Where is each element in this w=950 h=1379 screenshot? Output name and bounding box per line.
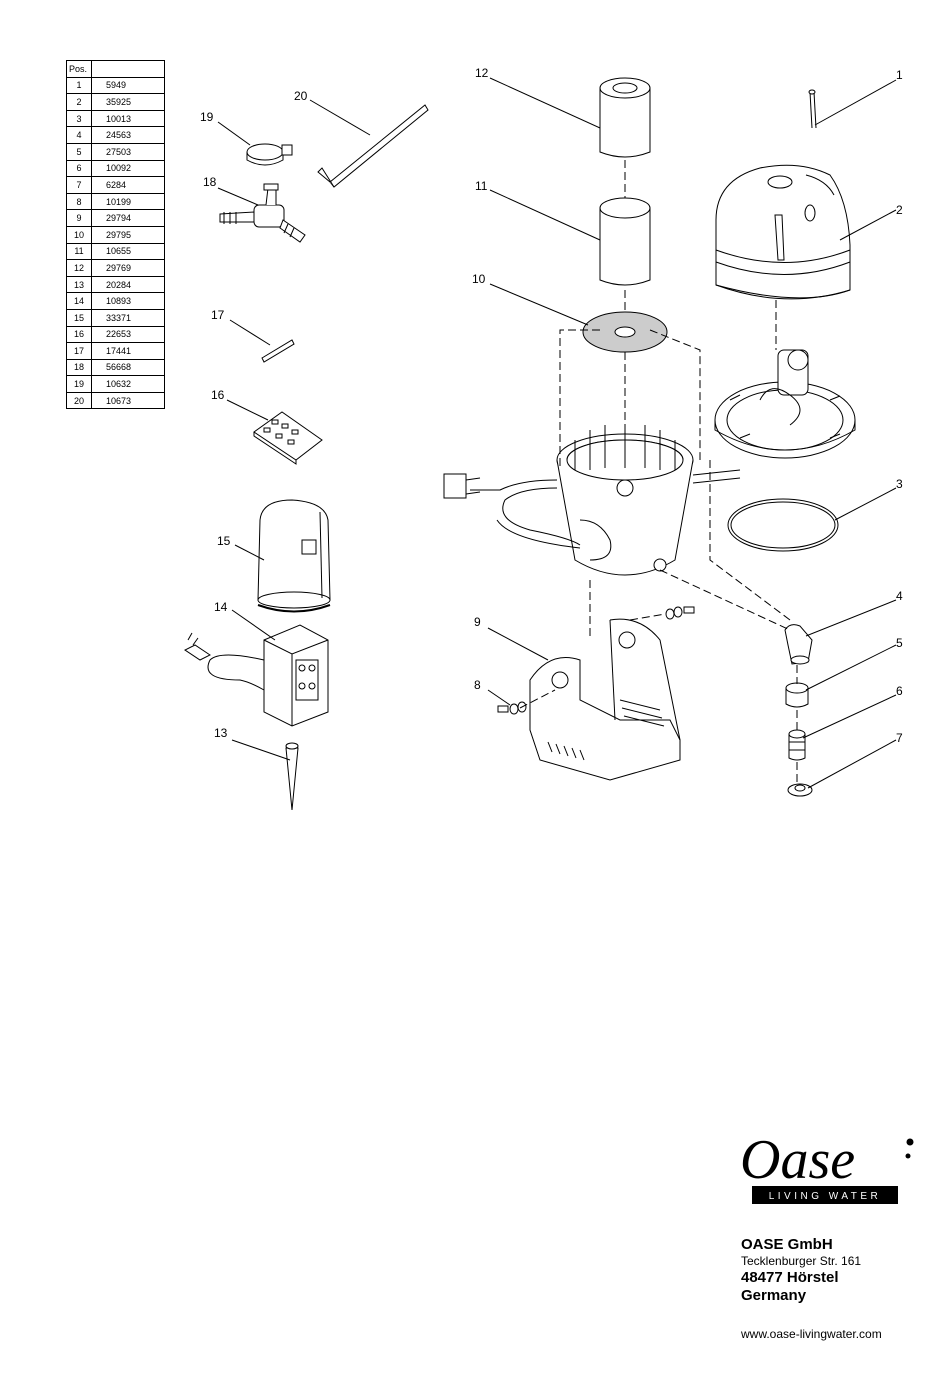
callout-8: 8 xyxy=(474,678,481,692)
part-hex-key xyxy=(317,104,429,188)
callout-7: 7 xyxy=(896,731,903,745)
callout-5: 5 xyxy=(896,636,903,650)
company-address: OASE GmbH Tecklenburger Str. 161 48477 H… xyxy=(741,1236,861,1305)
part-hose-tail xyxy=(788,729,806,761)
part-o-ring xyxy=(727,498,839,552)
part-small-pin xyxy=(809,91,817,129)
row-article-number: 10673 xyxy=(91,391,165,410)
callout-3: 3 xyxy=(896,477,903,491)
logo-tagline: LIVING WATER xyxy=(769,1191,882,1202)
callout-16: 16 xyxy=(211,388,225,402)
callout-14: 14 xyxy=(214,600,228,614)
callout-9: 9 xyxy=(474,615,481,629)
part-screws-washers xyxy=(497,606,695,715)
part-bracket xyxy=(529,618,681,781)
part-dome-cover xyxy=(715,164,851,300)
callout-4: 4 xyxy=(896,589,903,603)
part-ground-spike xyxy=(285,747,299,811)
callout-15: 15 xyxy=(217,534,231,548)
part-foam-filter-upper xyxy=(599,77,651,158)
logo-wordmark: Oase xyxy=(740,1129,855,1191)
part-control-box-cover xyxy=(257,499,331,613)
part-foam-filter-lower xyxy=(599,197,651,286)
company-website[interactable]: www.oase-livingwater.com xyxy=(741,1327,882,1341)
callout-12: 12 xyxy=(475,66,489,80)
callout-19: 19 xyxy=(200,110,214,124)
row-pos: 20 xyxy=(66,391,92,410)
part-pump-housing xyxy=(443,424,741,576)
callout-1: 1 xyxy=(896,68,903,82)
company-country: Germany xyxy=(741,1287,807,1304)
part-t-connector xyxy=(219,183,306,243)
callout-13: 13 xyxy=(214,726,228,740)
leader-lines xyxy=(217,77,897,789)
part-nut xyxy=(787,783,813,797)
callout-6: 6 xyxy=(896,684,903,698)
part-control-box xyxy=(184,624,329,727)
part-hose-clamp xyxy=(246,143,293,166)
part-pin xyxy=(261,339,295,363)
callout-17: 17 xyxy=(211,308,225,322)
callout-2: 2 xyxy=(896,203,903,217)
company-street: Tecklenburger Str. 161 xyxy=(741,1254,862,1268)
callout-11: 11 xyxy=(475,179,488,193)
company-name: OASE GmbH xyxy=(741,1236,833,1253)
company-city: 48477 Hörstel xyxy=(741,1269,839,1286)
part-reducer xyxy=(785,682,809,708)
callout-20: 20 xyxy=(294,89,308,103)
assembly-lines xyxy=(519,160,798,782)
callout-18: 18 xyxy=(203,175,217,189)
part-motor-unit xyxy=(714,349,856,459)
callout-10: 10 xyxy=(472,272,486,286)
oase-logo: Oase LIVING WATER xyxy=(740,1129,914,1204)
part-remote-control xyxy=(253,411,323,465)
